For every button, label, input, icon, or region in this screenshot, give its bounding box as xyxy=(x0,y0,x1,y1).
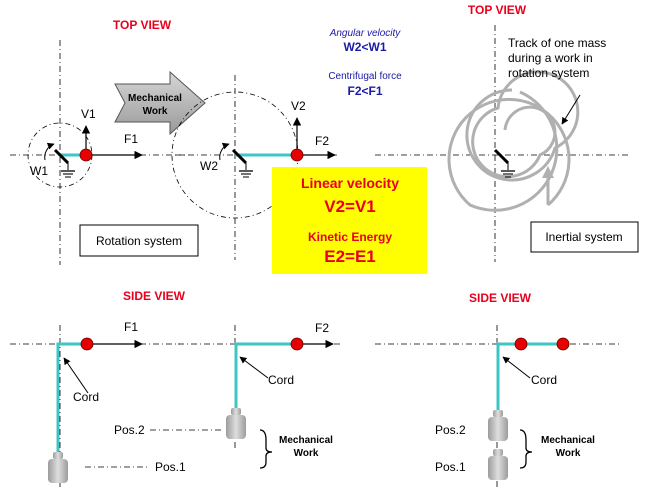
rotation-system-box xyxy=(79,224,199,257)
pos1-label-right: Pos.1 xyxy=(435,460,466,474)
kinetic-energy-label: Kinetic Energy xyxy=(308,230,392,244)
top-middle-rotation xyxy=(171,75,340,260)
yellow-energy-box xyxy=(272,167,427,274)
mechanical-work-left-line1: Mechanical xyxy=(279,435,333,446)
track-text-line2: during a work in xyxy=(508,51,593,65)
track-text-line1: Track of one mass xyxy=(508,36,606,50)
pos2-label-left: Pos.2 xyxy=(114,423,145,437)
inertial-system-label: Inertial system xyxy=(545,230,622,244)
inertial-system-box xyxy=(530,221,639,253)
title-side-view-right: SIDE VIEW xyxy=(469,291,532,305)
pos1-label-left: Pos.1 xyxy=(155,460,186,474)
angular-velocity-relation: W2<W1 xyxy=(343,40,386,54)
mechanical-work-arrow xyxy=(114,70,206,136)
title-top-view-left: TOP VIEW xyxy=(113,18,172,32)
side-view-left xyxy=(10,325,340,488)
mass-red-ball xyxy=(79,148,93,162)
mechanical-work-left-line2: Work xyxy=(294,448,319,459)
mass-red-ball xyxy=(556,337,570,351)
arrow-label-line2: Work xyxy=(143,106,168,117)
track-text-line3: rotation system xyxy=(508,66,589,80)
mass-red-ball xyxy=(290,337,304,351)
f1-label: F1 xyxy=(124,132,138,146)
mass-red-ball xyxy=(514,337,528,351)
v1-label: V1 xyxy=(81,107,96,121)
side-f1-label: F1 xyxy=(124,320,138,334)
cord-label-middle: Cord xyxy=(268,373,294,387)
rotation-system-label: Rotation system xyxy=(96,234,182,248)
kinetic-energy-relation: E2=E1 xyxy=(324,247,376,266)
mechanical-work-right-line1: Mechanical xyxy=(541,435,595,446)
v2-label: V2 xyxy=(291,99,306,113)
centrifugal-force-label: Centrifugal force xyxy=(328,71,402,82)
side-f2-label: F2 xyxy=(315,321,329,335)
top-left-rotation xyxy=(10,40,185,265)
mechanical-work-right-line2: Work xyxy=(556,448,581,459)
title-top-view-right: TOP VIEW xyxy=(468,3,527,17)
cord-label-left: Cord xyxy=(73,390,99,404)
arrow-label-line1: Mechanical xyxy=(128,93,182,104)
inertial-spiral xyxy=(375,25,630,262)
linear-velocity-relation: V2=V1 xyxy=(324,197,376,216)
pos2-label-right: Pos.2 xyxy=(435,423,466,437)
angular-velocity-label: Angular velocity xyxy=(329,28,402,39)
mass-red-ball xyxy=(80,337,94,351)
centrifugal-force-relation: F2<F1 xyxy=(347,84,382,98)
side-view-right xyxy=(375,325,620,488)
linear-velocity-label: Linear velocity xyxy=(301,175,399,191)
mass-red-ball xyxy=(290,148,304,162)
f2-label: F2 xyxy=(315,134,329,148)
cord-label-right: Cord xyxy=(531,373,557,387)
w2-label: W2 xyxy=(200,159,218,173)
w1-label: W1 xyxy=(30,164,48,178)
title-side-view-left: SIDE VIEW xyxy=(123,289,186,303)
